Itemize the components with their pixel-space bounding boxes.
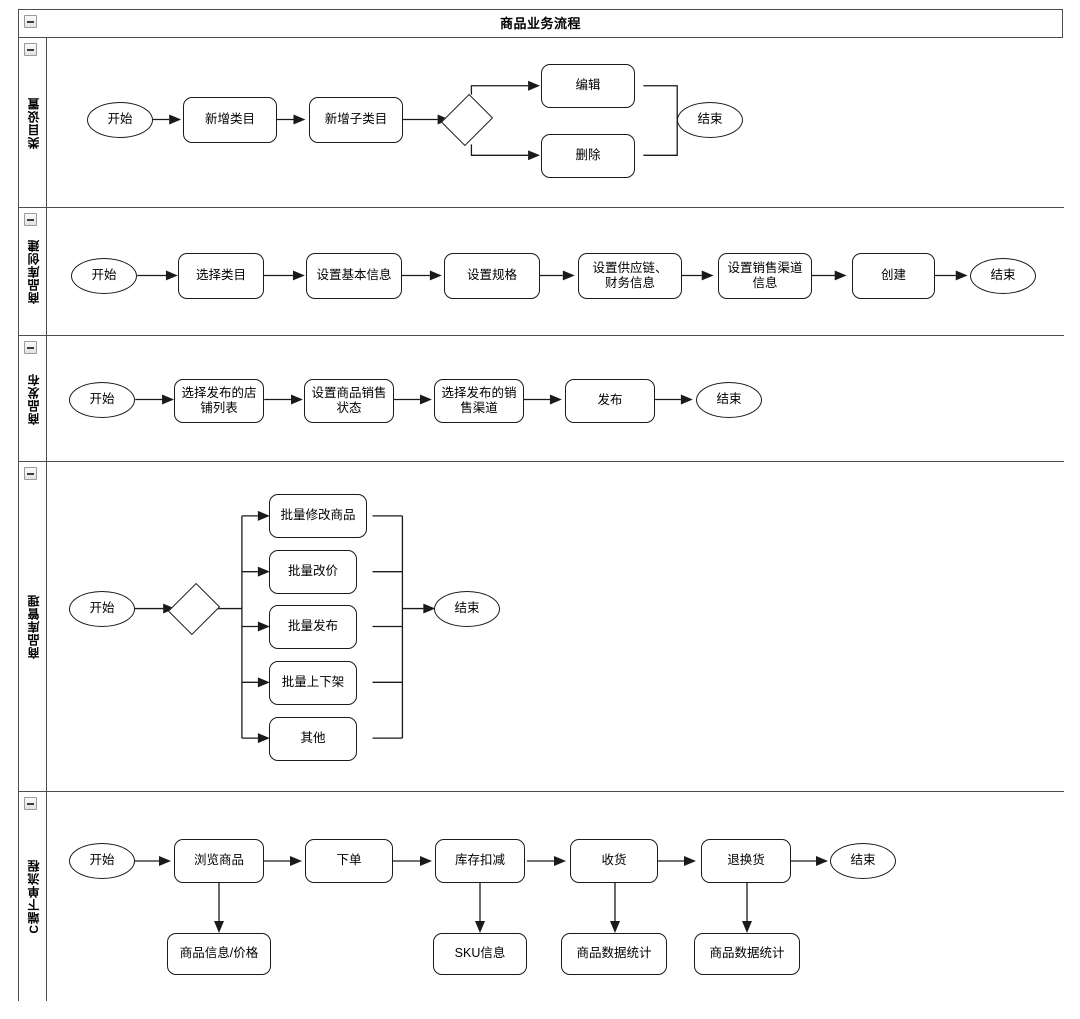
lane-header-product-library-create: 商品库创建 bbox=[19, 208, 47, 335]
node-sku-info[interactable]: SKU信息 bbox=[433, 933, 527, 975]
lane-product-publish: 商品发布 开始 选择发布的店 铺列表 设置商品销售 状态 选择发布的销 售渠道 … bbox=[19, 336, 1064, 462]
node-end[interactable]: 结束 bbox=[434, 591, 500, 627]
page-title: 商品业务流程 bbox=[499, 16, 581, 31]
pool-header: 商品业务流程 bbox=[19, 10, 1062, 38]
node-set-supply-finance-info[interactable]: 设置供应链、 财务信息 bbox=[578, 253, 682, 299]
lane-header-product-publish: 商品发布 bbox=[19, 336, 47, 461]
collapse-lane-icon[interactable] bbox=[24, 341, 37, 354]
node-set-spec[interactable]: 设置规格 bbox=[444, 253, 540, 299]
lane-header-c-side-order: C端下单流程 bbox=[19, 792, 47, 1001]
node-decision-category[interactable] bbox=[440, 93, 494, 147]
node-end[interactable]: 结束 bbox=[830, 843, 896, 879]
node-start[interactable]: 开始 bbox=[69, 382, 135, 418]
lane-header-category-setup: 类目设置 bbox=[19, 38, 47, 207]
lane-label-product-publish: 商品发布 bbox=[26, 372, 41, 425]
node-end[interactable]: 结束 bbox=[677, 102, 743, 138]
node-stock-deduct[interactable]: 库存扣减 bbox=[435, 839, 525, 883]
node-decision-manage[interactable] bbox=[167, 582, 221, 636]
node-place-order[interactable]: 下单 bbox=[305, 839, 393, 883]
node-product-data-stats-1[interactable]: 商品数据统计 bbox=[561, 933, 667, 975]
node-publish[interactable]: 发布 bbox=[565, 379, 655, 423]
lane1-connectors bbox=[136, 80, 698, 161]
lane-header-product-library-manage: 商品库管理 bbox=[19, 462, 47, 791]
node-product-data-stats-2[interactable]: 商品数据统计 bbox=[694, 933, 800, 975]
collapse-pool-icon[interactable] bbox=[24, 15, 37, 28]
lane-label-product-library-manage: 商品库管理 bbox=[26, 594, 41, 659]
node-batch-other[interactable]: 其他 bbox=[269, 717, 357, 761]
node-add-subcategory[interactable]: 新增子类目 bbox=[309, 97, 403, 143]
collapse-lane-icon[interactable] bbox=[24, 213, 37, 226]
node-browse-product[interactable]: 浏览商品 bbox=[174, 839, 264, 883]
lane-category-setup: 类目设置 开始 bbox=[19, 38, 1064, 208]
node-create[interactable]: 创建 bbox=[852, 253, 935, 299]
node-start[interactable]: 开始 bbox=[71, 258, 137, 294]
node-set-sales-channel-info[interactable]: 设置销售渠道 信息 bbox=[718, 253, 812, 299]
node-select-sales-channel[interactable]: 选择发布的销 售渠道 bbox=[434, 379, 524, 423]
node-batch-publish[interactable]: 批量发布 bbox=[269, 605, 357, 649]
lane-product-library-create: 商品库创建 开始 选择类目 设置基本信息 设置规格 设置供应链、 财务信息 设置… bbox=[19, 208, 1064, 336]
node-edit[interactable]: 编辑 bbox=[541, 64, 635, 108]
node-batch-shelf-toggle[interactable]: 批量上下架 bbox=[269, 661, 357, 705]
collapse-lane-icon[interactable] bbox=[24, 43, 37, 56]
node-end[interactable]: 结束 bbox=[696, 382, 762, 418]
collapse-lane-icon[interactable] bbox=[24, 797, 37, 810]
node-add-category[interactable]: 新增类目 bbox=[183, 97, 277, 143]
node-set-product-sale-status[interactable]: 设置商品销售 状态 bbox=[304, 379, 394, 423]
node-set-basic-info[interactable]: 设置基本信息 bbox=[306, 253, 402, 299]
lane-label-product-library-create: 商品库创建 bbox=[26, 239, 41, 304]
lane-label-category-setup: 类目设置 bbox=[26, 96, 41, 149]
lane-c-side-order: C端下单流程 开始 浏览商品 下单 库存扣减 收货 bbox=[19, 792, 1064, 1001]
node-select-shop-list[interactable]: 选择发布的店 铺列表 bbox=[174, 379, 264, 423]
lane-product-library-manage: 商品库管理 bbox=[19, 462, 1064, 792]
node-select-category[interactable]: 选择类目 bbox=[178, 253, 264, 299]
node-product-info-price[interactable]: 商品信息/价格 bbox=[167, 933, 271, 975]
node-start[interactable]: 开始 bbox=[69, 843, 135, 879]
node-start[interactable]: 开始 bbox=[87, 102, 153, 138]
node-return-exchange[interactable]: 退换货 bbox=[701, 839, 791, 883]
node-batch-change-price[interactable]: 批量改价 bbox=[269, 550, 357, 594]
node-end[interactable]: 结束 bbox=[970, 258, 1036, 294]
node-delete[interactable]: 删除 bbox=[541, 134, 635, 178]
lane-label-c-side-order: C端下单流程 bbox=[26, 859, 41, 934]
swimlane-pool: 商品业务流程 类目设置 bbox=[18, 9, 1064, 1001]
node-batch-edit-product[interactable]: 批量修改商品 bbox=[269, 494, 367, 538]
collapse-lane-icon[interactable] bbox=[24, 467, 37, 480]
node-start[interactable]: 开始 bbox=[69, 591, 135, 627]
node-receive-goods[interactable]: 收货 bbox=[570, 839, 658, 883]
